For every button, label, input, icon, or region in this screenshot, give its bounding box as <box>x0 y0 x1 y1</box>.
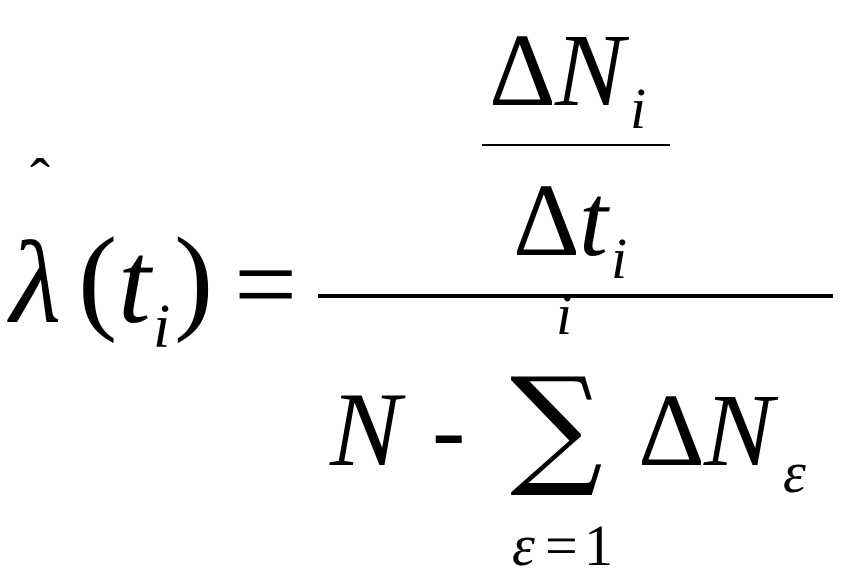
open-paren: ( <box>78 213 117 344</box>
numerator-fraction: Δ N i Δ t i <box>482 13 670 291</box>
numerator-subscript-i: i <box>630 76 646 141</box>
delta-symbol: Δ <box>489 13 556 128</box>
numerator-variable-n: N <box>554 13 630 128</box>
lhs-hazard-estimate: ˆ λ ( t i ) <box>7 147 213 361</box>
minus-sign: - <box>432 374 465 485</box>
numerator-subscript-i: i <box>611 226 627 291</box>
summation-symbol: ∑ <box>510 349 603 501</box>
lambda-symbol: λ <box>7 217 61 348</box>
delta-symbol: Δ <box>638 373 705 488</box>
sum-lower-variable: ε <box>512 513 535 578</box>
hat-accent: ˆ <box>30 147 50 213</box>
denominator-total-n: N <box>329 371 406 488</box>
main-fraction-bar <box>318 294 833 298</box>
denominator-variable-n: N <box>703 373 779 488</box>
sum-lower-value: 1 <box>584 513 613 578</box>
inner-fraction-bar <box>482 144 670 146</box>
close-paren: ) <box>174 213 213 344</box>
sum-lower-equals: = <box>545 513 578 578</box>
denominator: N - i ∑ ε = 1 Δ N ε <box>329 282 806 578</box>
lhs-variable-t: t <box>118 217 154 348</box>
equals-sign: = <box>234 223 297 347</box>
numerator-variable-t: t <box>579 163 610 278</box>
lhs-subscript-i: i <box>153 293 170 361</box>
sum-upper-limit: i <box>556 282 572 347</box>
denominator-subscript-epsilon: ε <box>783 440 806 505</box>
delta-symbol: Δ <box>513 163 580 278</box>
